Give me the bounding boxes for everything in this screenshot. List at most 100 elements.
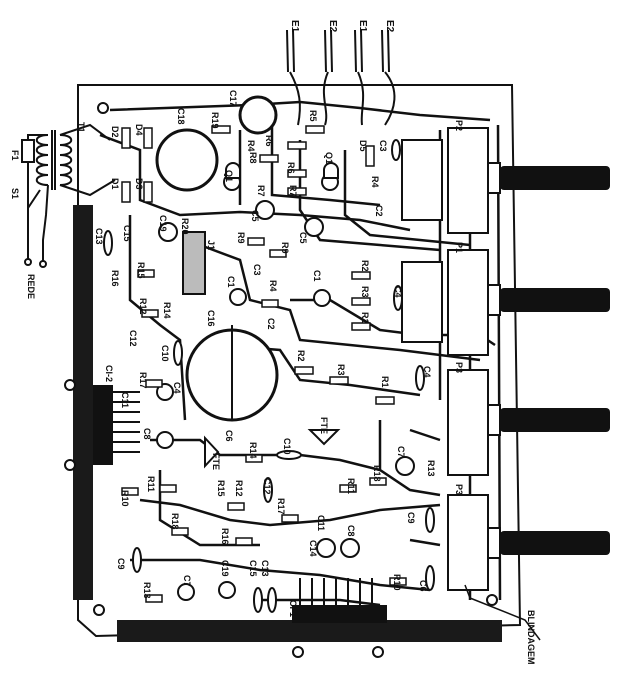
component-label: C15 <box>122 225 132 242</box>
screw-head <box>372 646 384 658</box>
pot-label: P2 <box>454 120 464 131</box>
potentiometers <box>401 127 610 591</box>
component-label: R10 <box>120 490 130 507</box>
component-label: R9 <box>280 242 290 254</box>
component-label: C19 <box>220 560 230 577</box>
component-label: C11 <box>120 392 130 408</box>
component-label: C11 <box>316 515 326 531</box>
component-label: R2 <box>296 350 306 362</box>
pot-label: P3 <box>454 484 464 495</box>
component-label: R6 <box>264 135 274 147</box>
fuse-label: F1 <box>10 150 20 161</box>
component-label: R14 <box>248 442 258 459</box>
mounting-hole <box>97 102 109 114</box>
component-label: D5 <box>358 140 368 152</box>
component-label: C13 <box>94 228 104 245</box>
transformer-label: T1 <box>76 122 86 133</box>
ic-label: CI-1 <box>288 600 298 617</box>
component-label: C5 <box>250 210 260 222</box>
component-label: C17 <box>228 90 238 107</box>
component-label: R9 <box>236 232 246 244</box>
component-label: Q1 <box>224 170 234 182</box>
component-label: C16 <box>206 310 216 327</box>
ic-ci2-pins <box>113 391 140 453</box>
component-label: C1 <box>312 270 322 282</box>
component-label: R7 <box>288 185 298 197</box>
component-label: C8 <box>142 428 152 440</box>
component-label: R8 <box>248 152 258 164</box>
component-label: C2 <box>266 318 276 330</box>
speaker-terminal <box>204 435 220 469</box>
component-label: D2 <box>110 126 120 138</box>
pot-label: P3 <box>454 362 464 373</box>
component-label: C15 <box>248 560 258 577</box>
component-label: C4 <box>393 286 403 298</box>
component-label: C13 <box>260 560 270 577</box>
component-label: C14 <box>308 540 318 557</box>
component-label: R3 <box>360 286 370 298</box>
mains-schematic <box>21 123 116 268</box>
component-label: R1 <box>360 312 370 324</box>
film-caps <box>103 139 435 613</box>
component-label: C1 <box>226 276 236 288</box>
component-label: C7 <box>182 575 192 587</box>
shield-lead <box>464 584 541 641</box>
component-label: C6 <box>224 430 234 442</box>
component-label: R5 <box>308 110 318 122</box>
component-label: R11 <box>346 478 356 494</box>
component-label: C4 <box>422 366 432 378</box>
component-label: D1 <box>110 178 120 190</box>
component-label: Q1 <box>324 152 334 164</box>
component-label: R19 <box>210 112 220 129</box>
component-label: R2 <box>360 260 370 272</box>
component-label: R1 <box>380 376 390 388</box>
heatsink-bottom <box>117 620 502 642</box>
cap-c18 <box>155 128 219 192</box>
mounting-hole <box>93 604 105 616</box>
component-label: C3 <box>378 140 388 152</box>
screw-head <box>292 646 304 658</box>
component-label: R12 <box>138 298 148 315</box>
component-label: R13 <box>426 460 436 477</box>
component-label: R7 <box>256 185 266 197</box>
component-label: C10 <box>160 345 170 362</box>
cap-c17 <box>238 95 278 135</box>
component-label: C18 <box>176 108 186 125</box>
heatsink-left <box>73 205 93 600</box>
speaker-terminal <box>307 429 341 446</box>
pot-label: P1 <box>454 242 464 253</box>
component-label: C10 <box>282 438 292 455</box>
ic-ci2-body <box>93 385 113 465</box>
component-label: C2 <box>374 205 384 217</box>
component-label: R13 <box>142 582 152 599</box>
component-label: R4 <box>268 280 278 292</box>
shield-label: BLINDAGEM <box>526 610 536 665</box>
mounting-hole <box>486 594 498 606</box>
mains-label: REDE <box>26 274 36 299</box>
component-label: D4 <box>134 124 144 136</box>
component-label: R10 <box>392 574 402 591</box>
component-label: C8 <box>346 525 356 537</box>
component-label: C4 <box>172 382 182 394</box>
component-label: C12 <box>128 330 138 347</box>
component-label: R18 <box>372 465 382 482</box>
speaker-label: FTE <box>211 453 221 470</box>
wire-label: E2 <box>327 20 338 33</box>
component-label: R6 <box>286 162 296 174</box>
switch-label: S1 <box>10 188 20 199</box>
wire-label: E1 <box>357 20 368 33</box>
component-label: R12 <box>234 480 244 497</box>
component-label: J1 <box>206 240 216 250</box>
component-label: R15 <box>216 480 226 497</box>
component-label: R4 <box>246 140 256 152</box>
component-label: R11 <box>146 476 156 492</box>
component-label: R20 <box>180 218 190 235</box>
component-label: R14 <box>162 302 172 319</box>
component-label: C5 <box>298 232 308 244</box>
diodes <box>121 127 375 203</box>
screw-head <box>64 379 76 391</box>
component-label: R17 <box>276 498 286 515</box>
component-label: D3 <box>134 178 144 190</box>
